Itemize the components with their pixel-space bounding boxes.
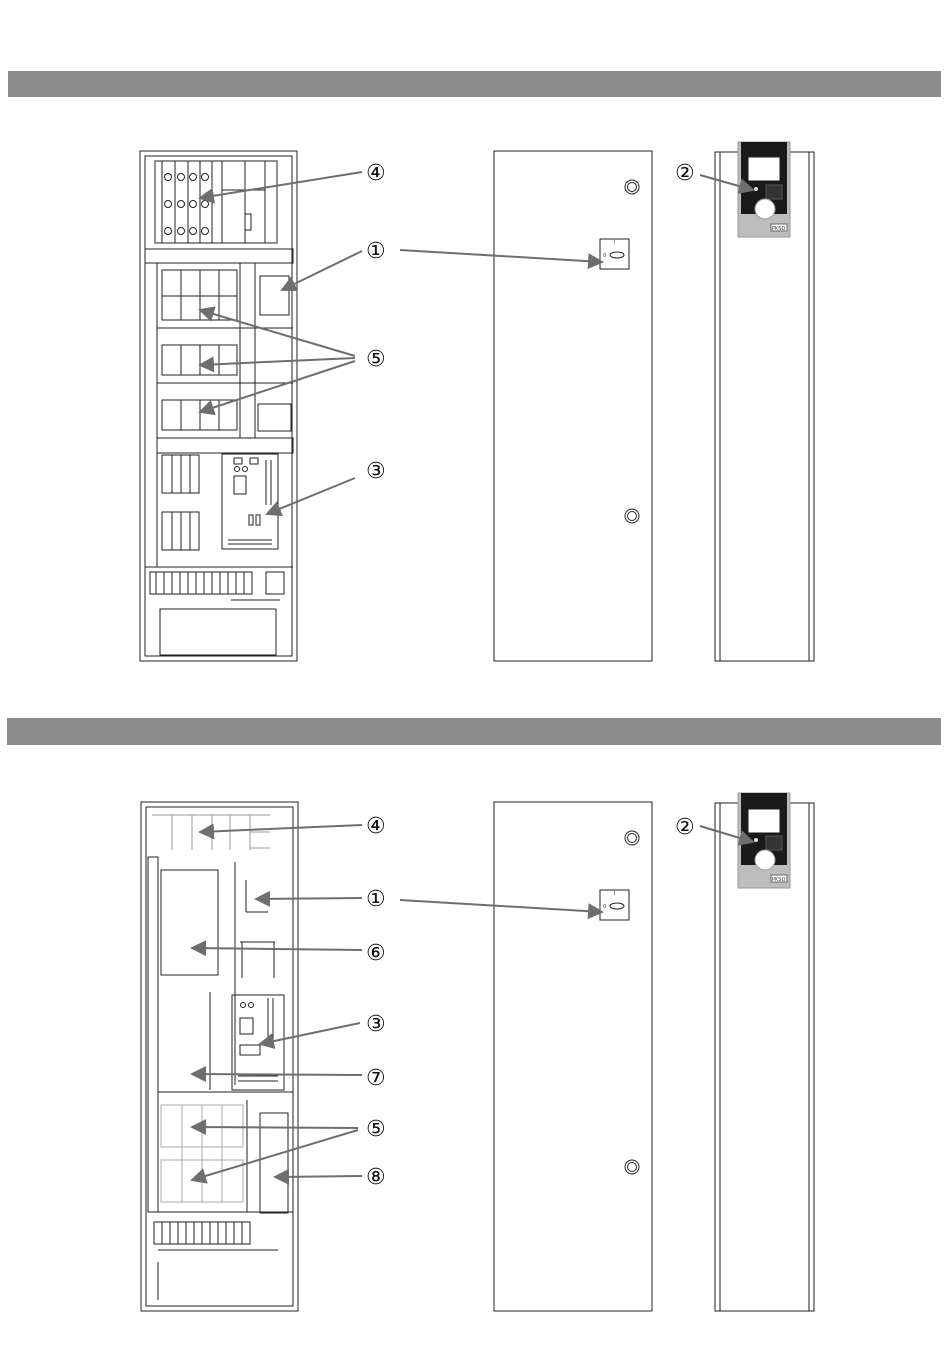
svg-text:0: 0 (603, 253, 606, 259)
terminal-blocks-2 (161, 1105, 243, 1202)
callout-labels: ④ ① ⑤ ③ ② ④ ① ⑥ ③ ⑦ ⑤ ⑧ ② (366, 161, 695, 1190)
callout-5-s2: ⑤ (366, 1117, 386, 1142)
cabinet-side-1: PKSO (715, 142, 814, 661)
callout-6-s2: ⑥ (366, 941, 386, 966)
callout-4-s2: ④ (366, 814, 386, 839)
cabinet-front-2: I 0 (494, 802, 652, 1311)
terminal-blocks-1 (157, 270, 293, 430)
cabinet-side-2: PKSO (715, 793, 814, 1311)
control-board-2 (232, 995, 284, 1090)
leader-lines (192, 172, 753, 1180)
callout-1-s2: ① (366, 887, 386, 912)
callout-2-s2: ② (675, 815, 695, 840)
callout-8-s2: ⑧ (366, 1165, 386, 1190)
callout-3-s1: ③ (366, 459, 386, 484)
open-cabinet-2 (141, 802, 298, 1311)
callout-3-s2: ③ (366, 1012, 386, 1037)
main-switch-1[interactable]: I 0 (600, 239, 629, 269)
main-switch-2[interactable]: I 0 (600, 890, 629, 920)
control-board-1 (222, 454, 278, 549)
callout-1-s1: ① (366, 239, 386, 264)
panel-badge-2: PKSO (772, 877, 785, 883)
panel-badge-1: PKSO (772, 226, 785, 232)
callout-2-s1: ② (675, 161, 695, 186)
cabinet-front-1: I 0 (494, 151, 652, 661)
callout-4-s1: ④ (366, 161, 386, 186)
callout-5-s1: ⑤ (366, 347, 386, 372)
svg-text:0: 0 (603, 904, 606, 910)
svg-text:I: I (614, 891, 615, 897)
svg-text:I: I (614, 240, 615, 246)
control-panel-1[interactable]: PKSO (738, 142, 790, 237)
main-switch-back-1 (260, 276, 289, 315)
breaker-block-1 (155, 161, 277, 243)
component-6-box-2 (161, 870, 218, 975)
callout-7-s2: ⑦ (366, 1066, 386, 1091)
